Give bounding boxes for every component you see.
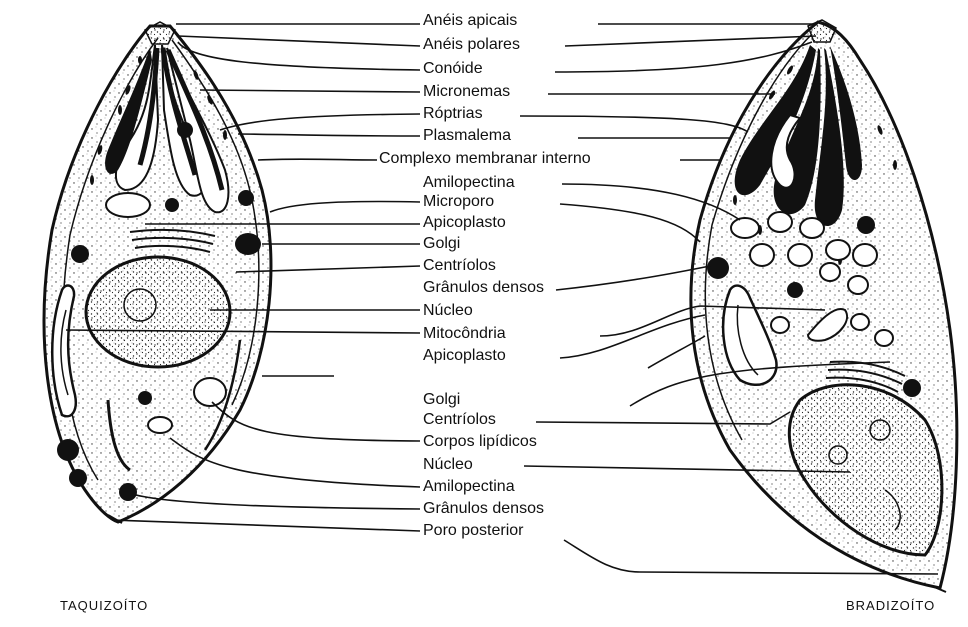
label-apicoplasto-bottom: Apicoplasto [421, 347, 508, 365]
title-taquizoito: TAQUIZOÍTO [60, 598, 148, 613]
tachyzoite-nucleus [86, 257, 230, 367]
label-nucleo-bottom: Núcleo [421, 456, 475, 474]
label-apicoplasto-top: Apicoplasto [421, 214, 508, 232]
label-golgi-bottom: Golgi [421, 391, 462, 409]
label-granulos-densos-bottom: Grânulos densos [421, 500, 546, 518]
label-golgi-top: Golgi [421, 235, 462, 253]
label-amilopectina-top: Amilopectina [421, 174, 517, 192]
bradyzoite-cell [691, 20, 957, 592]
label-plasmalema: Plasmalema [421, 127, 513, 145]
label-conoide: Conóide [421, 60, 485, 78]
label-aneis-apicais: Anéis apicais [421, 12, 519, 30]
label-corpos-lipidicos: Corpos lipídicos [421, 433, 539, 451]
label-complexo-membranar-interno: Complexo membranar interno [377, 150, 593, 168]
label-poro-posterior: Poro posterior [421, 522, 526, 540]
label-mitocondria: Mitocôndria [421, 325, 508, 343]
label-aneis-polares: Anéis polares [421, 36, 522, 54]
label-microporo: Microporo [421, 193, 496, 211]
title-bradizoito: BRADIZOÍTO [846, 598, 935, 613]
label-centriolos-bottom: Centríolos [421, 411, 498, 429]
label-nucleo-top: Núcleo [421, 302, 475, 320]
label-amilopectina-bottom: Amilopectina [421, 478, 517, 496]
label-micronemas: Micronemas [421, 83, 512, 101]
label-centriolos-top: Centríolos [421, 257, 498, 275]
label-granulos-densos-top: Grânulos densos [421, 279, 546, 297]
label-roptrias: Róptrias [421, 105, 485, 123]
